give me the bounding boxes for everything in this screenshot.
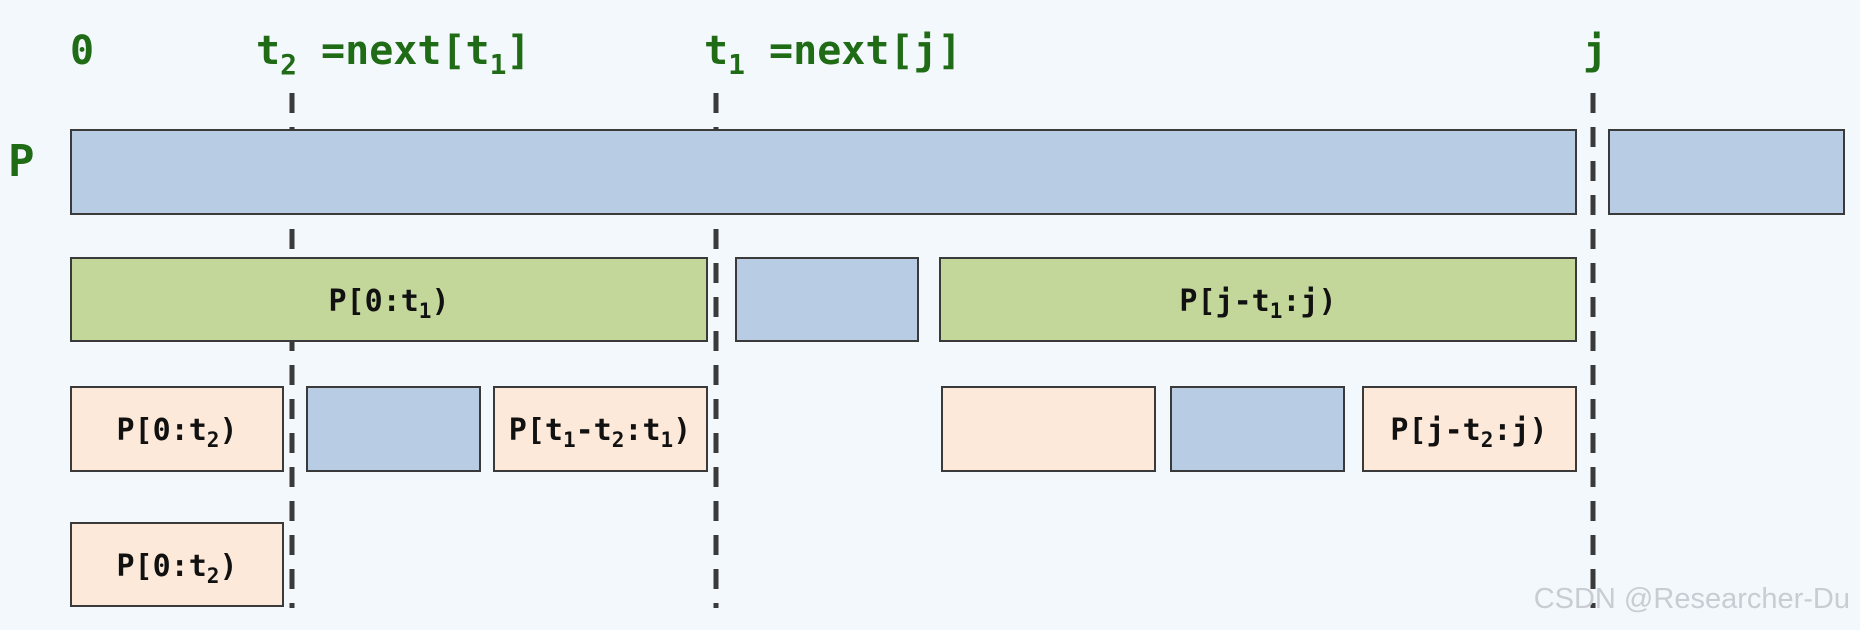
seg-p-0-t1-a: P[0:t xyxy=(328,284,418,319)
label-t1-t: t xyxy=(704,28,728,74)
segment-p-0-t2-row3-label: P[0:t2) xyxy=(116,413,237,452)
segment-p-j-t1-j-label: P[j-t1:j) xyxy=(1179,284,1336,323)
segment-middle-blue xyxy=(735,257,919,342)
segment-p-j-t2-j-label: P[j-t2:j) xyxy=(1390,413,1547,452)
segment-row3-blue-left xyxy=(306,386,481,472)
segment-row3-peach-middle xyxy=(941,386,1156,472)
segment-p-0-t1-label: P[0:t1) xyxy=(328,284,449,323)
seg-p-0-t2-r3-a: P[0:t xyxy=(116,413,206,448)
segment-p-t1-t2-t1-label: P[t1-t2:t1) xyxy=(509,413,691,452)
seg-p-j-t2-j-sub: 2 xyxy=(1481,428,1494,452)
segment-p-0-t2-row3 xyxy=(70,386,284,472)
seg-p-t1t2t1-sub2: 2 xyxy=(612,428,625,452)
seg-p-t1t2t1-b: -t xyxy=(576,413,612,448)
seg-p-j-t1-j-a: P[j-t xyxy=(1179,284,1269,319)
label-t2-rest-sub: 1 xyxy=(490,48,507,81)
label-t1-rest: =next[j] xyxy=(745,28,962,74)
segment-p-j-t2-j xyxy=(1362,386,1577,472)
label-t2-sub: 2 xyxy=(280,48,297,81)
seg-p-0-t2-r3-b: ) xyxy=(219,413,237,448)
row-2: P[0:t1) P[j-t1:j) xyxy=(70,257,1577,342)
label-t2-close: ] xyxy=(506,28,530,74)
segment-p-j-t1-j xyxy=(939,257,1577,342)
label-t2-t: t xyxy=(256,28,280,74)
segment-p-0-t2-row4 xyxy=(70,522,284,607)
seg-p-t1t2t1-a: P[t xyxy=(509,413,563,448)
seg-p-j-t2-j-a: P[j-t xyxy=(1390,413,1480,448)
label-t2-rest: =next[t xyxy=(297,28,490,74)
seg-p-t1t2t1-d: ) xyxy=(673,413,691,448)
seg-p-t1t2t1-sub3: 1 xyxy=(661,428,674,452)
seg-p-0-t2-r3-sub: 2 xyxy=(207,428,220,452)
p-bar-tail xyxy=(1608,129,1845,215)
segment-p-t1-t2-t1 xyxy=(493,386,708,472)
segment-p-0-t1 xyxy=(70,257,708,342)
label-j: j xyxy=(1583,28,1607,74)
seg-p-j-t1-j-b: :j) xyxy=(1282,284,1336,319)
watermark-text: CSDN @Researcher-Du xyxy=(1534,583,1850,615)
seg-p-j-t2-j-b: :j) xyxy=(1493,413,1547,448)
row-4: P[0:t2) xyxy=(70,522,284,607)
seg-p-0-t2-r4-sub: 2 xyxy=(207,564,220,588)
label-t1-sub: 1 xyxy=(728,48,745,81)
p-bar-main xyxy=(70,129,1577,215)
row-1 xyxy=(70,129,1845,215)
label-t2-next-t1: t2 =next[t1] xyxy=(256,28,531,81)
seg-p-0-t2-r4-a: P[0:t xyxy=(116,549,206,584)
seg-p-0-t1-sub: 1 xyxy=(419,299,432,323)
row-label-p: P xyxy=(8,136,35,187)
row-3: P[0:t2) P[t1-t2:t1) P[j-t2:j) xyxy=(70,386,1577,472)
seg-p-t1t2t1-c: :t xyxy=(624,413,660,448)
segment-p-0-t2-row4-label: P[0:t2) xyxy=(116,549,237,588)
label-t1-next-j: t1 =next[j] xyxy=(704,28,962,81)
seg-p-t1t2t1-sub: 1 xyxy=(563,428,576,452)
segment-row3-blue-right xyxy=(1170,386,1345,472)
seg-p-0-t2-r4-b: ) xyxy=(219,549,237,584)
seg-p-0-t1-b: ) xyxy=(431,284,449,319)
seg-p-j-t1-j-sub: 1 xyxy=(1270,299,1283,323)
label-zero: 0 xyxy=(70,28,94,74)
